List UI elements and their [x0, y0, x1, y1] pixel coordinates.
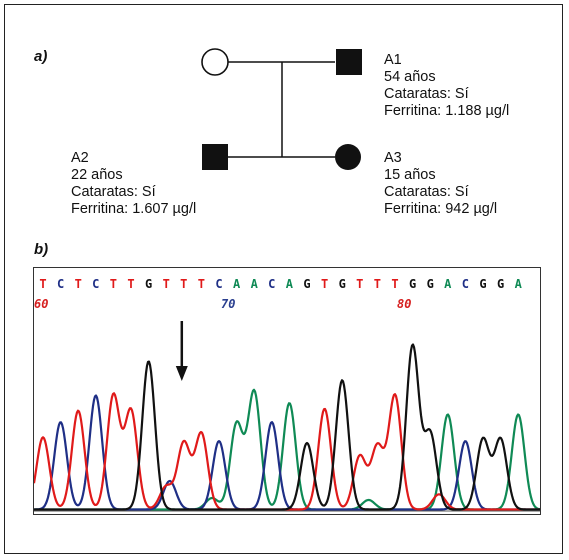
base-call-letter: A — [444, 277, 452, 291]
base-call-letter: T — [75, 277, 82, 291]
base-call-letter: G — [303, 277, 310, 291]
unaffected-female-symbol — [201, 48, 229, 76]
a1-ferritin: Ferritina: 1.188 µg/l — [384, 103, 510, 119]
arrow-head — [175, 366, 188, 381]
a2-cataracts: Cataratas: Sí — [71, 184, 156, 200]
position-markers: 60 70 80 — [34, 297, 411, 311]
base-call-letter: T — [180, 277, 187, 291]
a1-cataracts: Cataratas: Sí — [384, 86, 469, 102]
trace-group — [34, 343, 540, 511]
base-call-letter: T — [374, 277, 381, 291]
a3-id: A3 — [384, 150, 402, 166]
trace-G — [34, 343, 540, 511]
position-marker: 70 — [221, 297, 235, 311]
base-call-letter: G — [145, 277, 152, 291]
a1-id: A1 — [384, 52, 402, 68]
base-call-letter: T — [391, 277, 398, 291]
base-call-letter: A — [251, 277, 259, 291]
base-call-letter: A — [233, 277, 241, 291]
base-call-letter: A — [286, 277, 294, 291]
a2-ferritin: Ferritina: 1.607 µg/l — [71, 201, 197, 217]
affected-male-symbol-a1 — [336, 49, 362, 75]
base-call-letter: C — [215, 277, 222, 291]
a2-age: 22 años — [71, 167, 123, 183]
position-marker: 60 — [34, 297, 48, 311]
base-call-letter: T — [356, 277, 363, 291]
a3-ferritin: Ferritina: 942 µg/l — [384, 201, 498, 217]
base-call-letter: G — [339, 277, 346, 291]
base-call-letter: T — [127, 277, 134, 291]
panel-a-label: a) — [34, 48, 48, 65]
base-call-letter: T — [110, 277, 117, 291]
base-call-letter: T — [321, 277, 328, 291]
a2-id: A2 — [71, 150, 89, 166]
affected-female-symbol-a3 — [335, 144, 361, 170]
base-call-letter: G — [497, 277, 504, 291]
base-call-letter: G — [479, 277, 486, 291]
base-call-letter: C — [57, 277, 64, 291]
base-call-letter: T — [198, 277, 205, 291]
base-call-letter: T — [39, 277, 46, 291]
a3-cataracts: Cataratas: Sí — [384, 184, 469, 200]
base-call-letter: C — [462, 277, 469, 291]
mutation-arrow-icon — [175, 321, 188, 381]
base-call-letter: C — [268, 277, 275, 291]
a1-info: A1 54 años Cataratas: Sí Ferritina: 1.18… — [384, 52, 509, 120]
base-call-letter: G — [409, 277, 416, 291]
base-call-letter: G — [427, 277, 434, 291]
a2-info: A2 22 años Cataratas: Sí Ferritina: 1.60… — [71, 150, 196, 218]
pedigree-diagram — [201, 48, 362, 170]
base-call-letter: C — [92, 277, 99, 291]
base-call-letter: T — [163, 277, 170, 291]
a3-age: 15 años — [384, 167, 436, 183]
a1-age: 54 años — [384, 69, 436, 85]
a3-info: A3 15 años Cataratas: Sí Ferritina: 942 … — [384, 150, 497, 218]
position-marker: 80 — [397, 297, 411, 311]
base-call-letter: A — [515, 277, 523, 291]
panel-b-label: b) — [34, 241, 49, 258]
affected-male-symbol-a2 — [202, 144, 228, 170]
